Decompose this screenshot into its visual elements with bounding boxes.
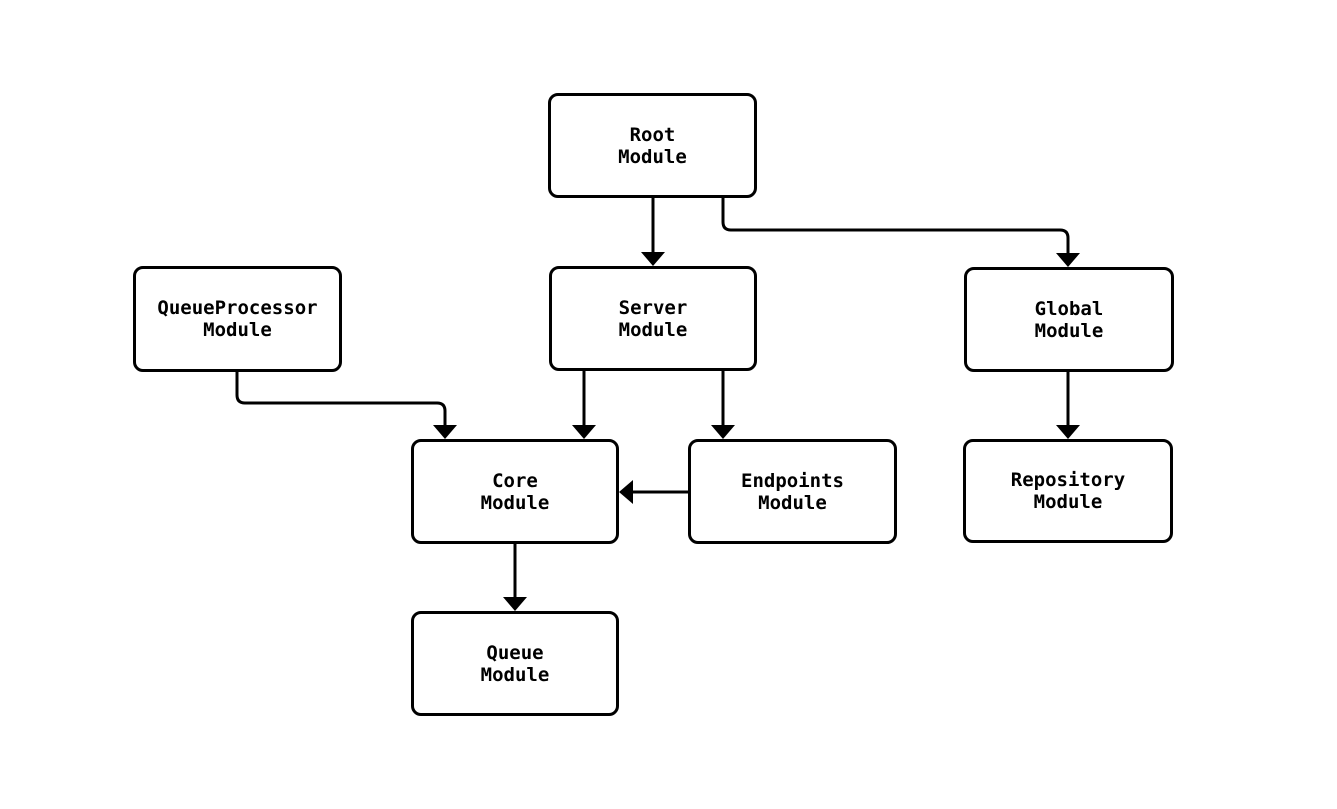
edge-root-to-server <box>641 198 665 266</box>
node-queue: Queue Module <box>411 611 619 716</box>
edge-line <box>721 198 1070 255</box>
node-server: Server Module <box>549 266 757 371</box>
node-label-queueprocessor: QueueProcessor Module <box>157 297 318 341</box>
arrowhead <box>503 597 527 611</box>
edge-line <box>235 372 447 427</box>
edge-root-to-global <box>721 198 1080 267</box>
node-label-root: Root Module <box>618 123 687 168</box>
node-core: Core Module <box>411 439 619 544</box>
arrowhead <box>1056 253 1080 267</box>
node-label-server: Server Module <box>618 296 688 341</box>
edge-queueprocessor-to-core <box>235 372 457 439</box>
node-label-global: Global Module <box>1034 297 1104 342</box>
edge-server-to-endpoints <box>711 371 735 439</box>
edge-endpoints-to-core <box>619 480 688 504</box>
node-repository: Repository Module <box>963 439 1173 543</box>
node-label-core: Core Module <box>480 469 550 514</box>
arrowhead <box>641 252 665 266</box>
arrowhead <box>619 480 633 504</box>
edge-global-to-repository <box>1056 372 1080 439</box>
node-endpoints: Endpoints Module <box>688 439 897 544</box>
edge-server-to-core <box>572 371 596 439</box>
node-global: Global Module <box>964 267 1174 372</box>
node-root: Root Module <box>548 93 757 198</box>
arrowhead <box>711 425 735 439</box>
node-label-repository: Repository Module <box>1010 469 1126 513</box>
arrowhead <box>572 425 596 439</box>
node-label-endpoints: Endpoints Module <box>741 469 844 514</box>
arrowhead <box>433 425 457 439</box>
arrowhead <box>1056 425 1080 439</box>
node-label-queue: Queue Module <box>480 641 550 686</box>
node-queueprocessor: QueueProcessor Module <box>133 266 342 372</box>
edge-core-to-queue <box>503 544 527 611</box>
